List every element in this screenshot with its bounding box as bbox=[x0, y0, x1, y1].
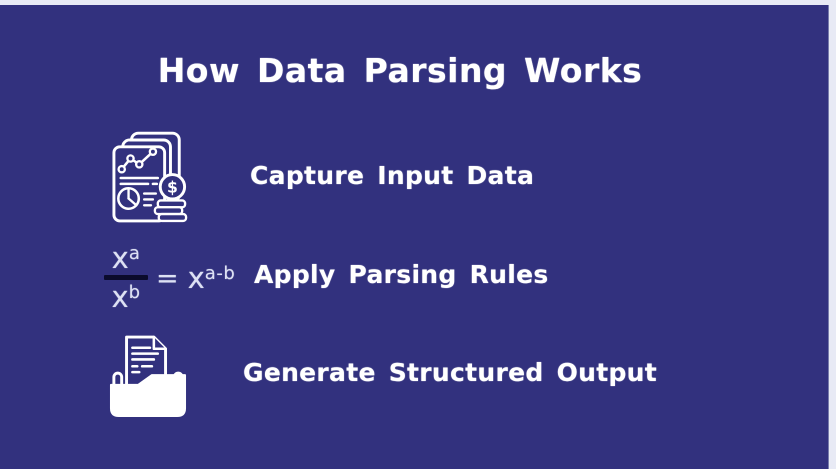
step-label-capture-input-data: Capture Input Data bbox=[250, 161, 535, 190]
step-label-generate-structured-output: Generate Structured Output bbox=[243, 358, 658, 387]
dollar-sign-glyph: $ bbox=[167, 179, 178, 197]
step-label-apply-parsing-rules: Apply Parsing Rules bbox=[254, 260, 549, 289]
document-folder-tray-icon bbox=[109, 335, 187, 417]
report-chart-coins-icon: $ bbox=[112, 131, 188, 223]
numerator: xa bbox=[111, 241, 141, 275]
exponent-quotient-formula: xa xb = xa-b bbox=[104, 243, 235, 312]
formula-result: xa-b bbox=[187, 260, 236, 295]
fraction: xa xb bbox=[104, 243, 148, 312]
denominator: xb bbox=[111, 280, 141, 314]
equals-sign: = bbox=[156, 263, 179, 294]
fraction-bar bbox=[104, 275, 148, 280]
infographic-background: How Data Parsing Works bbox=[0, 5, 829, 469]
page-title: How Data Parsing Works bbox=[157, 51, 643, 90]
